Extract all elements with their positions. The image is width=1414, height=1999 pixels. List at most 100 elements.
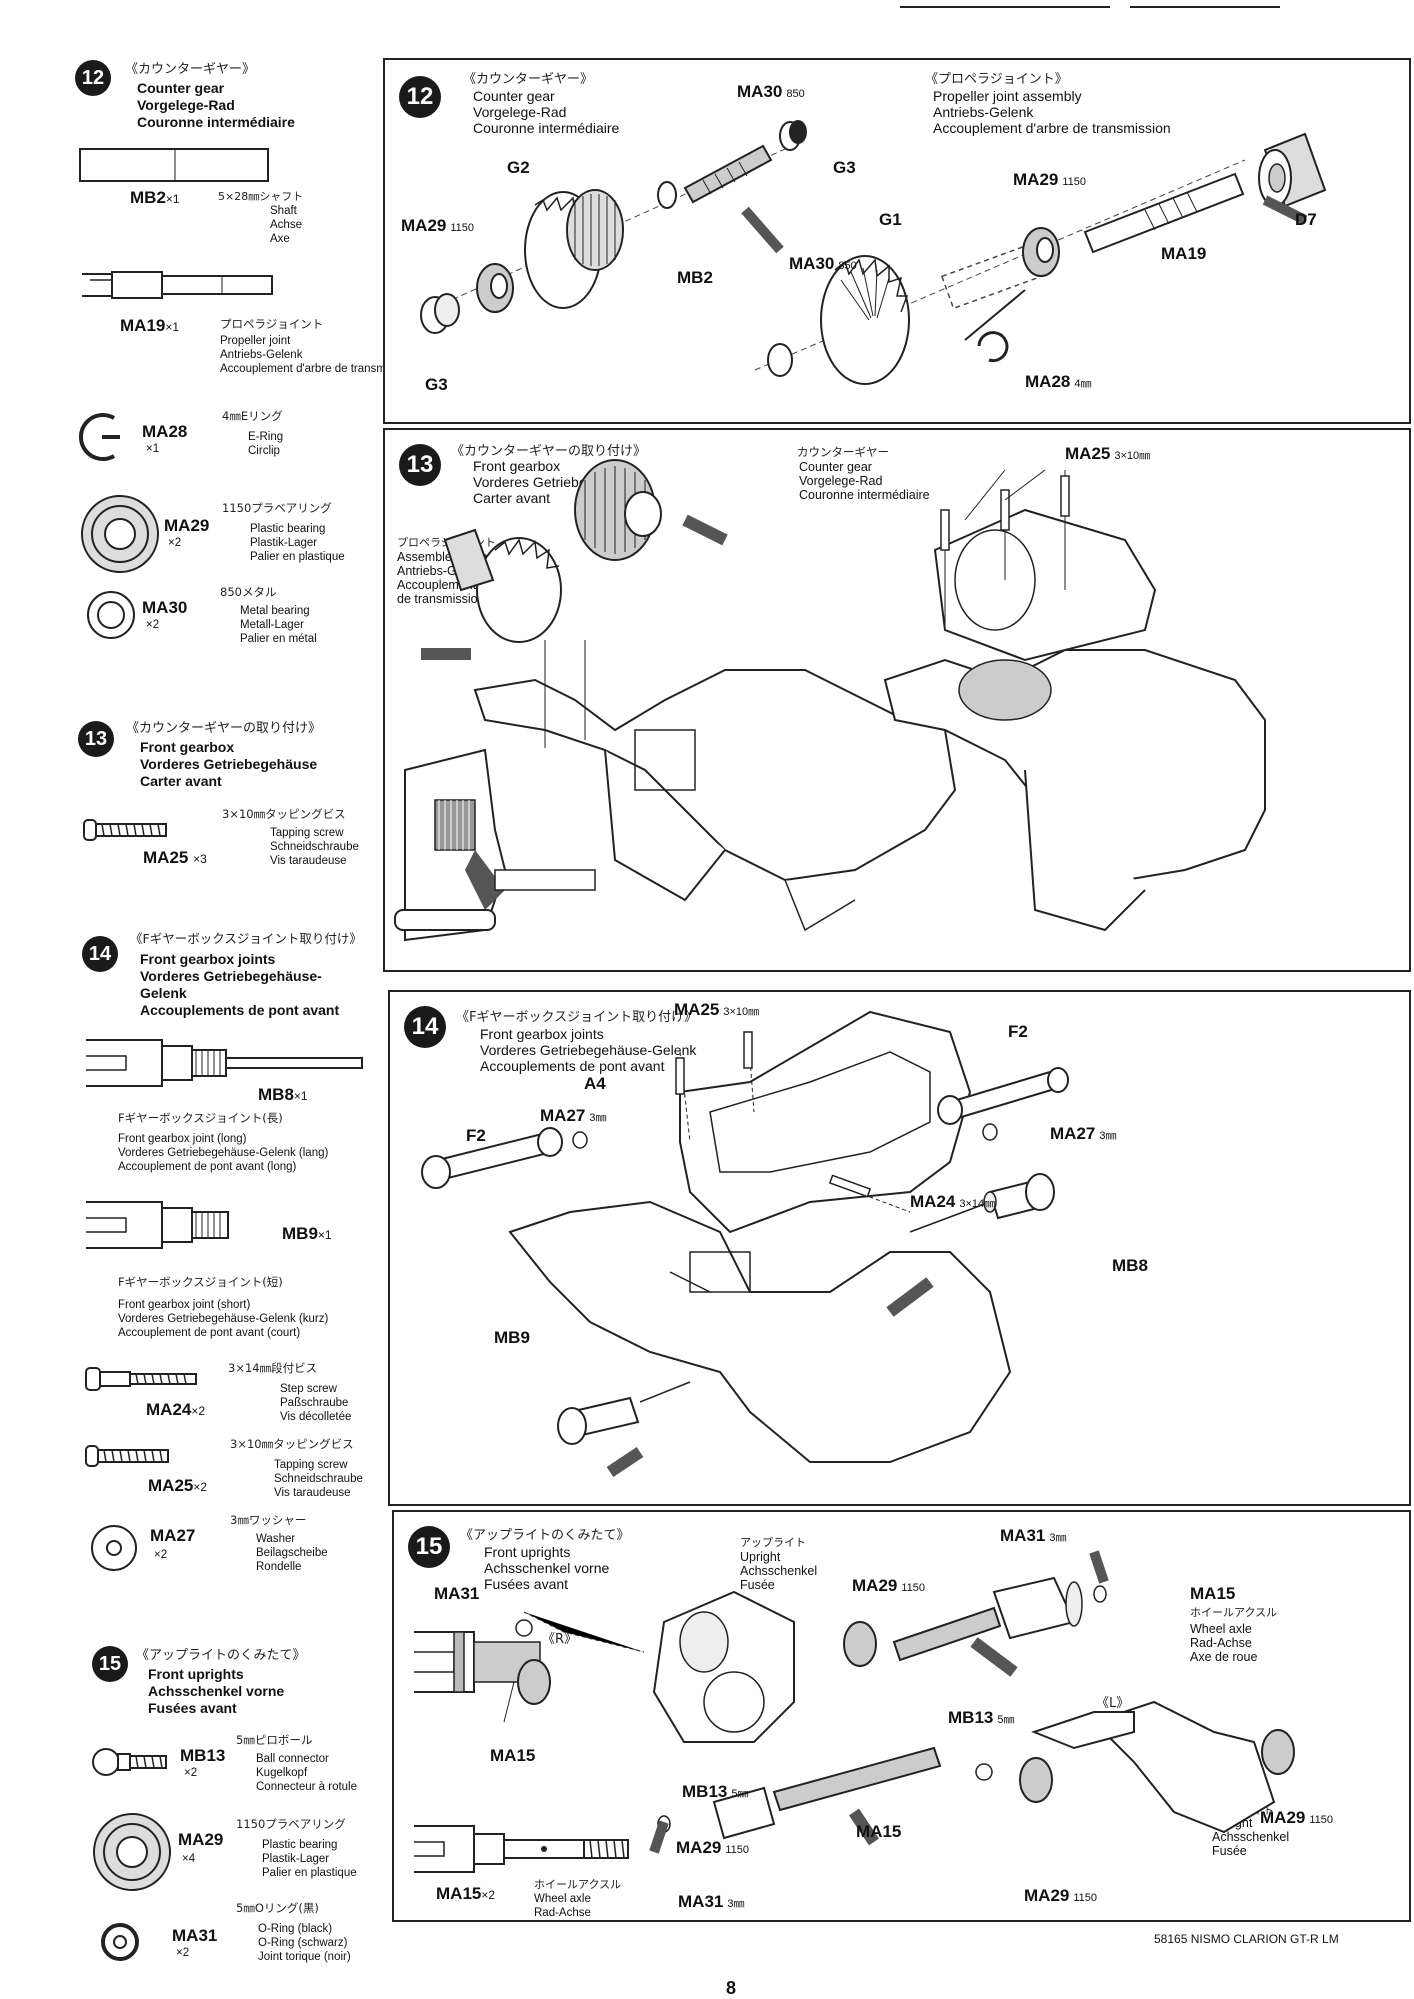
part-fr: Palier en plastique xyxy=(250,551,345,563)
label-ma25: MA25 xyxy=(674,1000,720,1019)
label-mb13: MB13 xyxy=(682,1782,728,1801)
part-de: O-Ring (schwarz) xyxy=(258,1937,348,1949)
part-code: MB9 xyxy=(282,1224,318,1243)
part-en: Front gearbox joint (long) xyxy=(118,1133,247,1145)
step-title-en: Front gearbox joints xyxy=(140,951,276,967)
step-number: 13 xyxy=(399,444,441,486)
label-ma24: MA24 xyxy=(910,1192,956,1211)
upright-fr: Fusée xyxy=(740,1578,775,1592)
step-screw-icon xyxy=(85,1367,197,1391)
part-qty: ×3 xyxy=(193,852,207,866)
plastic-bearing-icon xyxy=(81,495,159,573)
label-size: 3㎜ xyxy=(727,1898,745,1910)
label-g3: G3 xyxy=(833,158,856,177)
step-title-fr: Accouplements de pont avant xyxy=(140,1002,340,1018)
step-title-fr: Carter avant xyxy=(473,490,551,506)
part-qty: ×1 xyxy=(165,320,180,334)
step-title-en: Front gearbox xyxy=(140,739,235,755)
part-qty: ×2 xyxy=(184,1767,198,1779)
label-ma31: MA31 xyxy=(678,1892,724,1911)
part-code: MA27 xyxy=(150,1526,196,1545)
step-title-de: Achsschenkel vorne xyxy=(148,1683,285,1699)
plastic-bearing-icon xyxy=(93,1813,171,1891)
subtitle-en: Propeller joint assembly xyxy=(933,88,1082,104)
part-jp: 5×28㎜シャフト xyxy=(218,190,304,203)
step-title-jp: 《Fギヤーボックスジョイント取り付け》 xyxy=(456,1010,698,1025)
label-ma25: MA25 xyxy=(1065,444,1111,463)
upright2-fr: Fusée xyxy=(1212,1844,1247,1858)
ball-connector-icon xyxy=(92,1748,167,1776)
part-de: Vorderes Getriebegehäuse-Gelenk (lang) xyxy=(118,1147,329,1159)
label-g1: G1 xyxy=(879,210,902,229)
part-fr: Connecteur à rotule xyxy=(256,1781,358,1793)
step-title-en: Front uprights xyxy=(148,1666,244,1682)
label-size: 3×14㎜ xyxy=(959,1198,996,1210)
step-title-fr: Fusées avant xyxy=(148,1700,237,1716)
metal-bearing-icon xyxy=(87,591,135,639)
part-en: Propeller joint xyxy=(220,335,291,347)
part-fr: Axe xyxy=(270,233,290,245)
label-ma29: MA29 xyxy=(1260,1808,1306,1827)
part-jp: 5㎜ピロボール xyxy=(236,1733,313,1747)
part-en: Washer xyxy=(256,1533,296,1545)
step-title-jp: 《カウンターギヤーの取り付け》 xyxy=(451,444,647,459)
counter-gear-jp: カウンターギヤー xyxy=(797,445,889,459)
label-ma31: MA31 xyxy=(1000,1526,1046,1545)
part-jp: 5㎜Oリング(黒) xyxy=(236,1901,319,1915)
step-panel-14: 14 《Fギヤーボックスジョイント取り付け》 Front gearbox joi… xyxy=(388,990,1411,1506)
check-ma31: MA31 xyxy=(434,1584,480,1603)
washer-icon xyxy=(91,1525,137,1571)
page-number: 8 xyxy=(726,1978,737,1998)
counter-gear-de: Vorgelege-Rad xyxy=(799,474,883,488)
wheel-axle-de: Rad-Achse xyxy=(1190,1636,1252,1650)
part-qty: ×2 xyxy=(191,1404,206,1418)
part-jp: 1150プラベアリング xyxy=(222,501,332,515)
part-code: MA29 xyxy=(178,1830,224,1849)
step-title-en: Front uprights xyxy=(484,1544,571,1560)
step-number: 13 xyxy=(78,721,114,757)
upright-en: Upright xyxy=(740,1550,781,1564)
o-ring-icon xyxy=(101,1923,139,1961)
front-gearbox-diagram xyxy=(394,459,1266,942)
step-number: 14 xyxy=(404,1006,446,1048)
e-ring-icon xyxy=(78,413,120,461)
step-title-en: Front gearbox joints xyxy=(480,1026,604,1042)
step-number: 12 xyxy=(75,60,111,96)
part-en: Tapping screw xyxy=(270,827,344,839)
part-qty: ×1 xyxy=(146,443,160,455)
part-qty: ×4 xyxy=(182,1853,196,1865)
part-fr: Palier en métal xyxy=(240,633,317,645)
label-ma30: MA30 xyxy=(737,82,783,101)
label-f2: F2 xyxy=(466,1126,486,1145)
label-size: 5㎜ xyxy=(997,1714,1015,1726)
part-de: Schneidschraube xyxy=(274,1473,363,1485)
part-en: Ball connector xyxy=(256,1753,329,1765)
label-ma29: MA29 xyxy=(1024,1886,1070,1905)
part-de: Plastik-Lager xyxy=(250,537,318,549)
step-title-en: Front gearbox xyxy=(473,458,561,474)
uprights-diagram xyxy=(515,1550,1295,1854)
label-size: 3×10㎜ xyxy=(723,1006,760,1018)
part-de: Beilagscheibe xyxy=(256,1547,328,1559)
label-ma29: MA29 xyxy=(676,1838,722,1857)
axle-code: MA15 xyxy=(436,1884,482,1903)
label-ma29: MA29 xyxy=(401,216,447,235)
top-rule xyxy=(1130,6,1280,8)
axle-jp: ホイールアクスル xyxy=(534,1878,622,1891)
counter-gear-en: Counter gear xyxy=(799,460,872,474)
counter-gear-diagram xyxy=(420,120,1327,385)
gearbox-joint-short-icon xyxy=(86,1201,229,1249)
model-name: 58165 NISMO CLARION GT-R LM xyxy=(1154,1932,1339,1946)
step-number: 15 xyxy=(92,1646,128,1682)
part-code: MB8 xyxy=(258,1085,294,1104)
label-size: 1150 xyxy=(1062,176,1087,188)
part-qty: ×1 xyxy=(317,1228,332,1242)
label-ma15: MA15 xyxy=(856,1822,902,1841)
subtitle-fr: Accouplement d'arbre de transmission xyxy=(933,120,1171,136)
label-ma29: MA29 xyxy=(1013,170,1059,189)
shaft-icon xyxy=(79,148,269,182)
wheel-axle-jp: ホイールアクスル xyxy=(1190,1606,1278,1619)
part-qty: ×2 xyxy=(146,619,160,631)
upright-de: Achsschenkel xyxy=(740,1564,818,1578)
label-size: 3㎜ xyxy=(589,1112,607,1124)
